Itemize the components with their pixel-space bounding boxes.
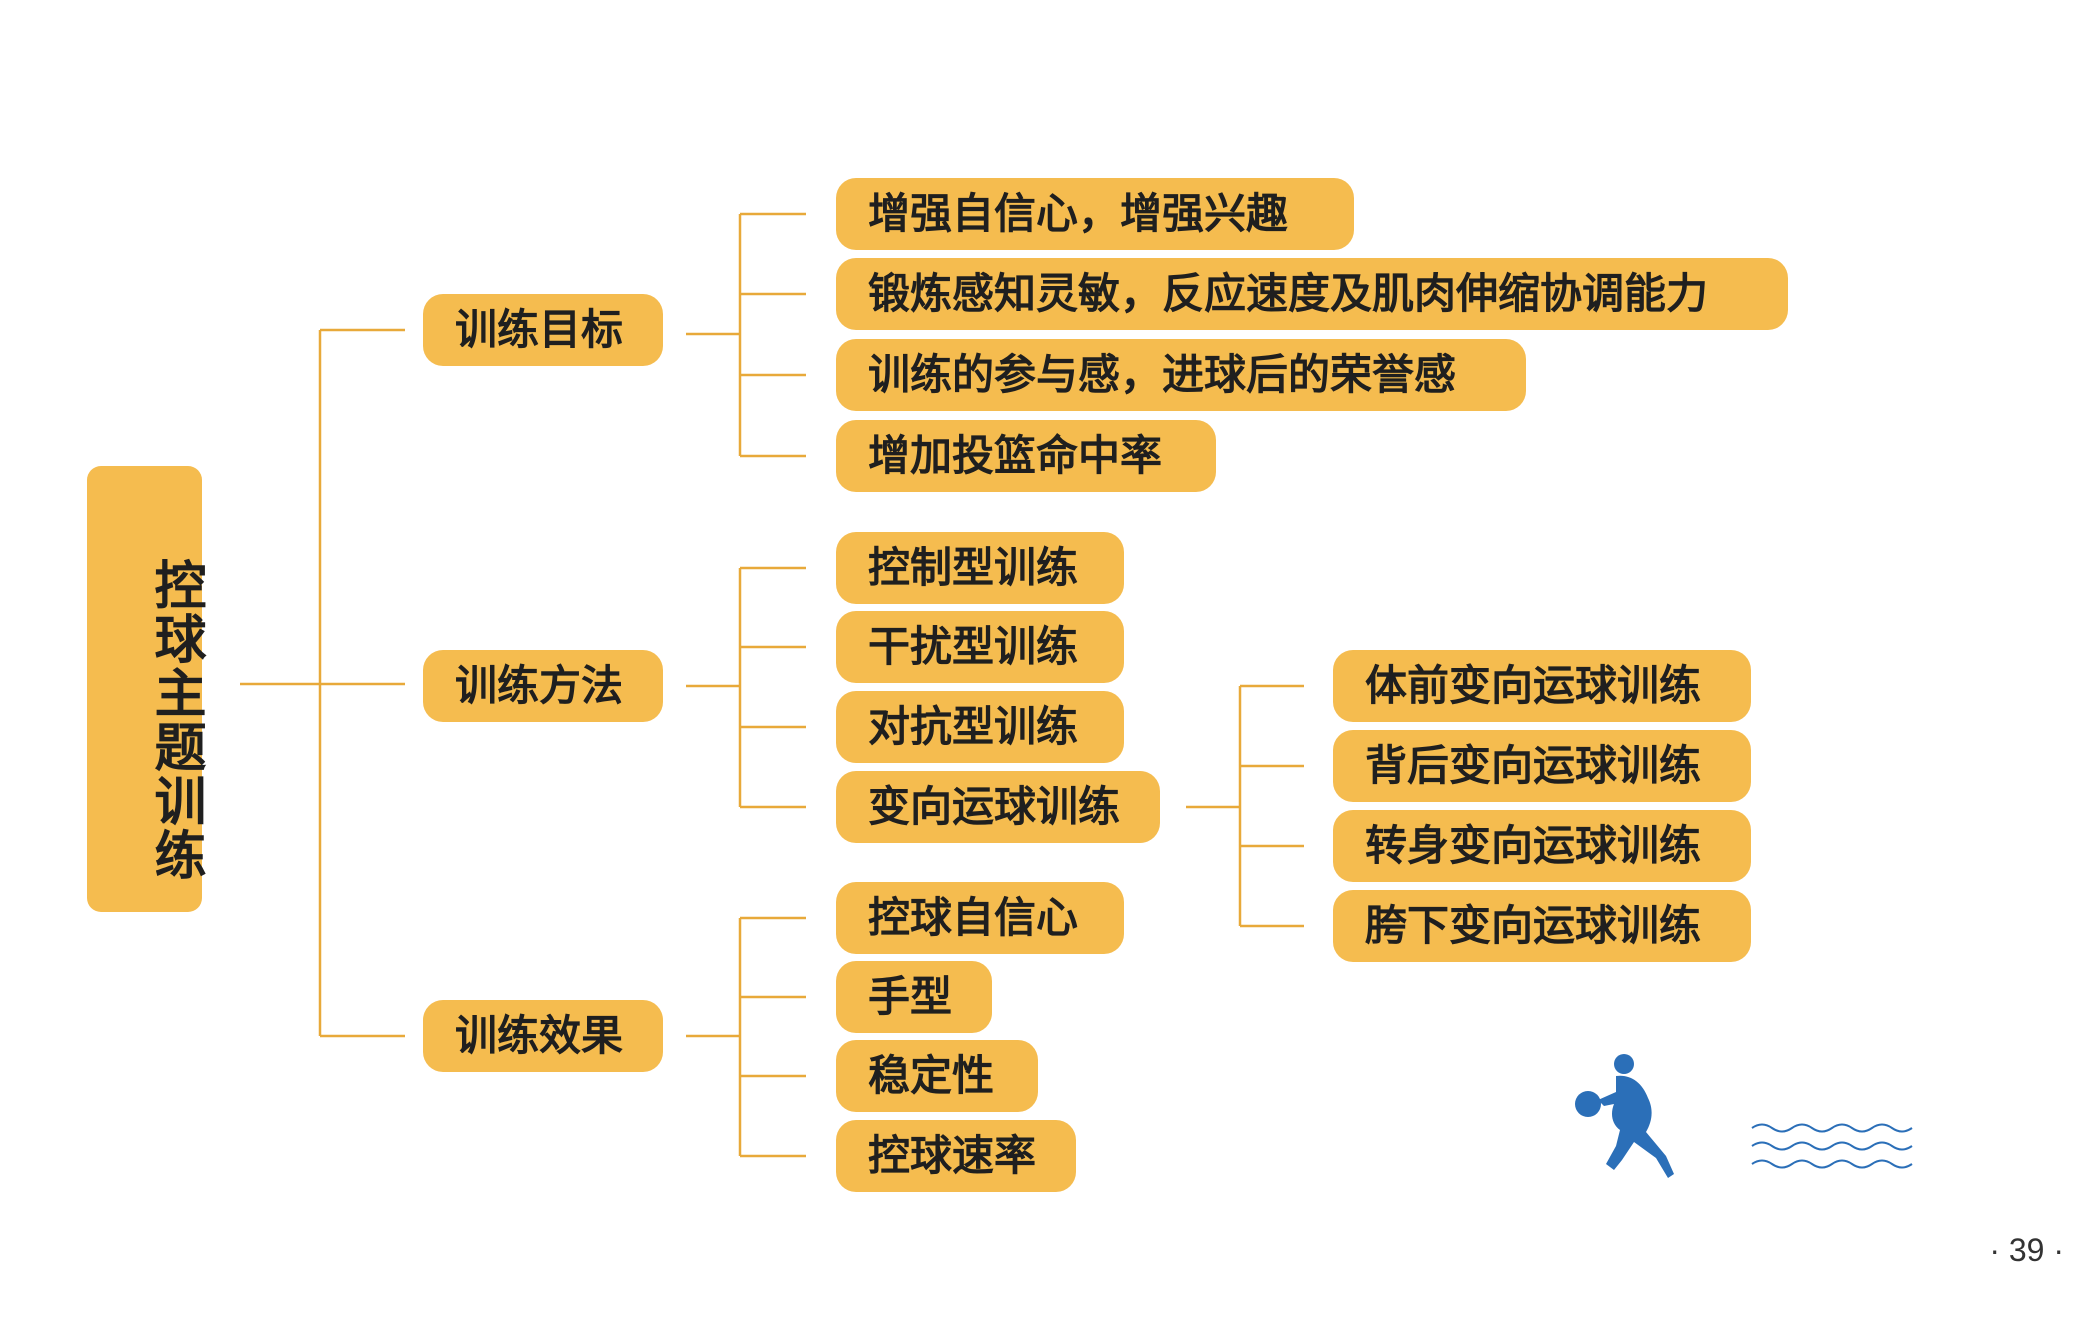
basketball-player-icon [1575, 1054, 1674, 1178]
page-number: · 39 · [1989, 1232, 2064, 1268]
effect-item: 手型 [836, 961, 992, 1033]
goal-item: 增强自信心，增强兴趣 [836, 178, 1354, 250]
branch-goals: 训练目标 [423, 294, 663, 366]
wave-lines-icon [1751, 1123, 1913, 1169]
effect-item: 控球自信心 [836, 882, 1124, 954]
dribble-item: 转身变向运球训练 [1333, 810, 1751, 882]
goal-item: 增加投篮命中率 [836, 420, 1216, 492]
effect-item: 稳定性 [836, 1040, 1038, 1112]
method-item: 变向运球训练 [836, 771, 1160, 843]
method-item: 对抗型训练 [836, 691, 1124, 763]
root-node: 控球主题训练 [87, 466, 205, 912]
branch-effects: 训练效果 [423, 1000, 663, 1072]
branch-methods: 训练方法 [423, 650, 663, 722]
effect-item: 控球速率 [836, 1120, 1076, 1192]
dribble-item: 背后变向运球训练 [1333, 730, 1751, 802]
goal-item: 训练的参与感，进球后的荣誉感 [836, 339, 1526, 411]
goal-item: 锻炼感知灵敏，反应速度及肌肉伸缩协调能力 [836, 258, 1788, 330]
method-item: 干扰型训练 [836, 611, 1124, 683]
method-item: 控制型训练 [836, 532, 1124, 604]
dribble-item: 胯下变向运球训练 [1333, 890, 1751, 962]
dribble-item: 体前变向运球训练 [1333, 650, 1751, 722]
